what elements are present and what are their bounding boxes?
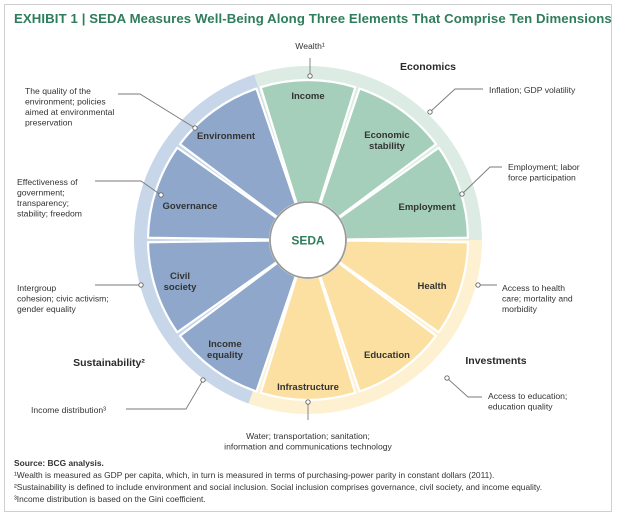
- callout-education-dot: [444, 375, 450, 381]
- footnote-2: ²Sustainability is defined to include en…: [14, 482, 543, 492]
- footnote-1: ¹Wealth is measured as GDP per capita, w…: [14, 470, 495, 480]
- callout-employment-line: [461, 166, 502, 195]
- label-education: Education: [364, 350, 410, 361]
- dimension-segments: [146, 78, 470, 402]
- callout-income-distribution-line: [126, 379, 204, 410]
- callout-governance-line: [95, 180, 162, 196]
- callout-income-distribution-text: Income distribution³: [31, 405, 106, 415]
- callout-inflation-dot: [427, 109, 433, 115]
- callout-environment-dot: [192, 125, 198, 131]
- center-label: SEDA: [291, 234, 325, 248]
- callout-wealth-text: Wealth¹: [295, 41, 325, 51]
- footnote-3: ³Income distribution is based on the Gin…: [14, 494, 206, 504]
- element-economics: Economics: [400, 61, 456, 73]
- callout-income-distribution-dot: [200, 377, 206, 383]
- callout-inflation-line: [429, 88, 483, 113]
- element-sustainability: Sustainability²: [73, 357, 145, 369]
- callout-health-dot: [475, 282, 481, 288]
- exhibit-title: EXHIBIT 1 | SEDA Measures Well-Being Alo…: [14, 11, 612, 26]
- title-separator: |: [81, 11, 86, 26]
- seda-center-circle: [269, 201, 347, 279]
- callout-infrastructure-dot: [305, 399, 311, 405]
- callout-civil-dot: [138, 282, 144, 288]
- callout-lines: [95, 58, 502, 420]
- label-health: Health: [417, 281, 446, 292]
- callout-education-line: [446, 377, 482, 398]
- label-employment: Employment: [398, 202, 456, 213]
- callout-employment-dot: [459, 191, 465, 197]
- label-governance: Governance: [163, 201, 218, 212]
- callout-wealth-dot: [307, 73, 313, 79]
- callout-environment-line: [118, 93, 196, 129]
- label-infrastructure: Infrastructure: [277, 382, 339, 393]
- footnote-source: Source: BCG analysis.: [14, 458, 104, 468]
- title-text: SEDA Measures Well-Being Along Three Ele…: [89, 11, 612, 26]
- label-income: Income: [291, 91, 324, 102]
- callout-education-text: Access to education;education quality: [488, 391, 567, 412]
- callout-infrastructure-text: Water; transportation; sanitation;inform…: [224, 431, 392, 452]
- element-investments: Investments: [465, 355, 526, 367]
- exhibit-number: EXHIBIT 1: [14, 11, 78, 26]
- label-environment: Environment: [197, 131, 256, 142]
- callout-inflation-text: Inflation; GDP volatility: [489, 85, 576, 95]
- callout-governance-dot: [158, 192, 164, 198]
